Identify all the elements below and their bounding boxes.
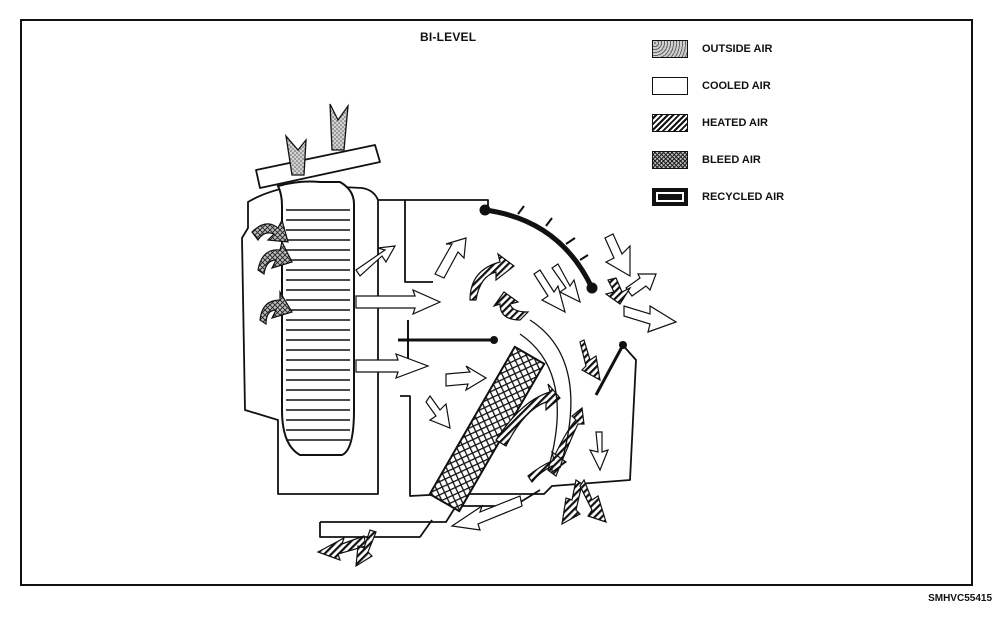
cooled-air-arrows xyxy=(355,233,678,531)
cooled-air-swatch-icon xyxy=(652,77,688,95)
legend-label-bleed-air: BLEED AIR xyxy=(702,154,761,166)
top-duct xyxy=(378,199,433,283)
heated-air-swatch-icon xyxy=(652,114,688,132)
upper-right-duct xyxy=(405,199,489,208)
diagram-code: SMHVC55415 xyxy=(928,593,992,604)
diagram-frame xyxy=(20,19,973,586)
doors xyxy=(398,204,627,396)
legend-item-outside-air: OUTSIDE AIR xyxy=(652,40,852,77)
mode-door-curve xyxy=(484,207,595,290)
left-housing xyxy=(241,184,379,495)
hvac-housing xyxy=(241,144,637,538)
legend-item-bleed-air: BLEED AIR xyxy=(652,151,852,188)
legend-label-cooled-air: COOLED AIR xyxy=(702,80,771,92)
diagram-title: BI-LEVEL xyxy=(420,30,477,44)
bleed-air-swatch-icon xyxy=(652,151,688,169)
outside-air-arrows xyxy=(285,103,349,176)
main-body xyxy=(400,341,637,497)
outside-air-swatch-icon xyxy=(652,40,688,58)
legend-label-outside-air: OUTSIDE AIR xyxy=(702,43,773,55)
recycled-air-swatch-icon xyxy=(652,188,688,206)
legend: OUTSIDE AIR COOLED AIR HEATED AIR BLEED … xyxy=(652,40,852,225)
inlet-hood xyxy=(255,144,381,189)
legend-item-recycled-air: RECYCLED AIR xyxy=(652,188,852,225)
legend-label-recycled-air: RECYCLED AIR xyxy=(702,191,785,203)
legend-label-heated-air: HEATED AIR xyxy=(702,117,768,129)
bleed-air-arrows xyxy=(251,218,293,326)
recycled-air-loop xyxy=(519,319,572,471)
heater-core xyxy=(428,345,546,513)
evaporator-core xyxy=(276,180,355,456)
legend-item-cooled-air: COOLED AIR xyxy=(652,77,852,114)
legend-item-heated-air: HEATED AIR xyxy=(652,114,852,151)
